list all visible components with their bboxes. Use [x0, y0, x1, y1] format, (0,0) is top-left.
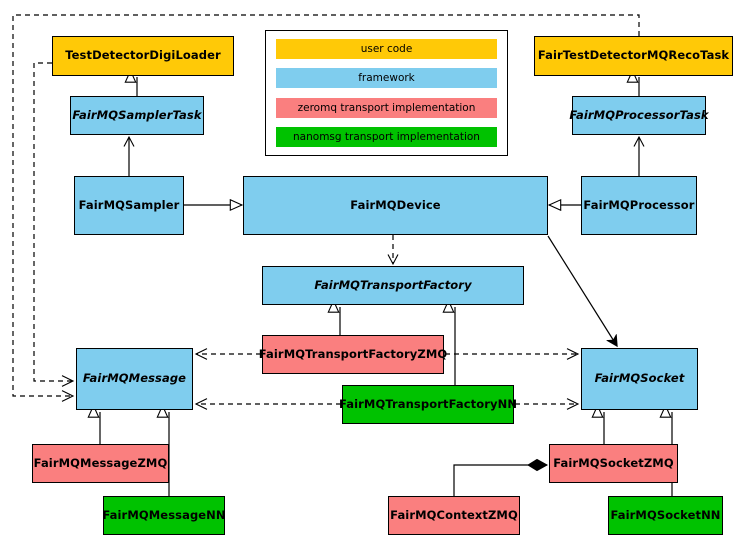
- edge-contextzmq-to-socketzmq: [453, 458, 549, 496]
- class-box-FairMQTransportFactoryNN[interactable]: FairMQTransportFactoryNN: [339, 385, 517, 424]
- legend-label-nanomsg: nanomsg transport implementation: [293, 130, 480, 143]
- legend-item-user-code: user code: [276, 39, 497, 59]
- edge-digiloader-to-message: [33, 62, 75, 387]
- edge-device-to-socket: [547, 235, 617, 346]
- class-box-FairMQSocketZMQ[interactable]: FairMQSocketZMQ: [549, 444, 678, 483]
- legend-label-zeromq: zeromq transport implementation: [297, 101, 476, 114]
- legend-item-framework: framework: [276, 68, 497, 89]
- class-box-FairMQSocketNN[interactable]: FairMQSocketNN: [608, 496, 723, 535]
- class-box-FairMQSampler[interactable]: FairMQSampler: [74, 176, 184, 235]
- class-box-FairMQTransportFactory[interactable]: FairMQTransportFactory: [262, 266, 524, 305]
- class-box-FairMQContextZMQ[interactable]: FairMQContextZMQ: [388, 496, 520, 535]
- legend-label-framework: framework: [358, 72, 415, 85]
- class-box-FairTestDetectorMQRecoTask[interactable]: FairTestDetectorMQRecoTask: [534, 36, 733, 76]
- class-box-FairMQMessageZMQ[interactable]: FairMQMessageZMQ: [32, 444, 169, 483]
- class-box-FairMQMessage[interactable]: FairMQMessage: [76, 348, 193, 410]
- class-box-TestDetectorDigiLoader[interactable]: TestDetectorDigiLoader: [52, 36, 234, 76]
- class-box-FairMQDevice[interactable]: FairMQDevice: [243, 176, 548, 235]
- class-box-FairMQTransportFactoryZMQ[interactable]: FairMQTransportFactoryZMQ: [259, 335, 447, 374]
- class-box-FairMQProcessor[interactable]: FairMQProcessor: [581, 176, 697, 235]
- legend-box: user code framework zeromq transport imp…: [265, 30, 508, 156]
- class-box-FairMQSocket[interactable]: FairMQSocket: [581, 348, 698, 410]
- legend-label-user-code: user code: [360, 43, 413, 55]
- legend-item-zeromq: zeromq transport implementation: [276, 97, 497, 118]
- legend-item-nanomsg: nanomsg transport implementation: [276, 126, 497, 147]
- class-box-FairMQMessageNN[interactable]: FairMQMessageNN: [102, 496, 226, 535]
- class-box-FairMQProcessorTask[interactable]: FairMQProcessorTask: [569, 96, 709, 135]
- class-box-FairMQSamplerTask[interactable]: FairMQSamplerTask: [70, 96, 204, 135]
